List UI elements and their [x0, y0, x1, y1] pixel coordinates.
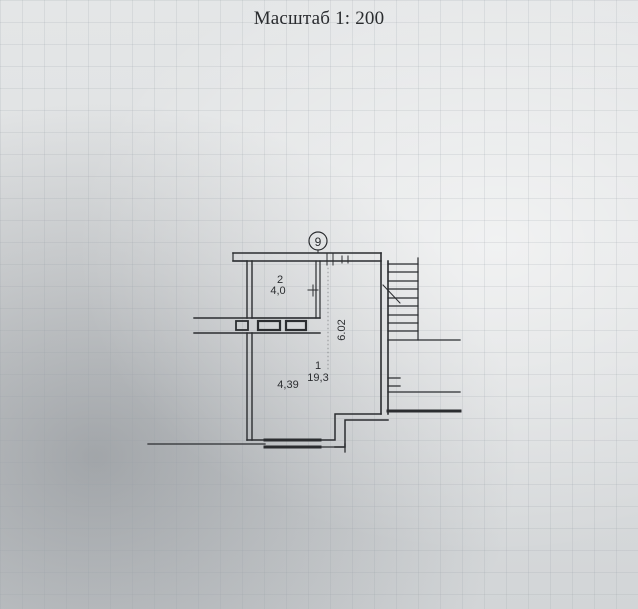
stair-diagonal	[382, 284, 401, 304]
door-mark	[307, 284, 319, 297]
scale-label: Масштаб 1: 200	[253, 8, 385, 29]
wall-top	[232, 252, 382, 262]
room-2-number: 2	[277, 274, 283, 286]
stair-lines	[387, 263, 419, 332]
exterior-line-left	[232, 252, 248, 262]
room-2-area: 4,0	[270, 285, 285, 297]
exterior-line-bottom	[147, 443, 346, 453]
wall-bottom	[246, 413, 389, 448]
exterior-line-right-2	[387, 377, 461, 393]
vent-block-3	[284, 319, 308, 332]
wall-left-lower	[246, 332, 253, 441]
wall-right	[380, 252, 389, 415]
opening-marks	[326, 252, 349, 266]
axis-marker-circle	[308, 231, 328, 251]
vent-block-1	[235, 320, 249, 331]
room-1-number: 1	[315, 360, 321, 372]
window-bottom	[263, 438, 322, 449]
room-1-area: 19,3	[307, 372, 328, 384]
dimension-vertical: 6.02	[336, 319, 348, 340]
dimension-horizontal: 4,39	[277, 379, 298, 391]
axis-marker-label: 9	[315, 235, 322, 249]
vent-block-2	[256, 319, 282, 332]
wall-left-upper	[246, 260, 253, 319]
